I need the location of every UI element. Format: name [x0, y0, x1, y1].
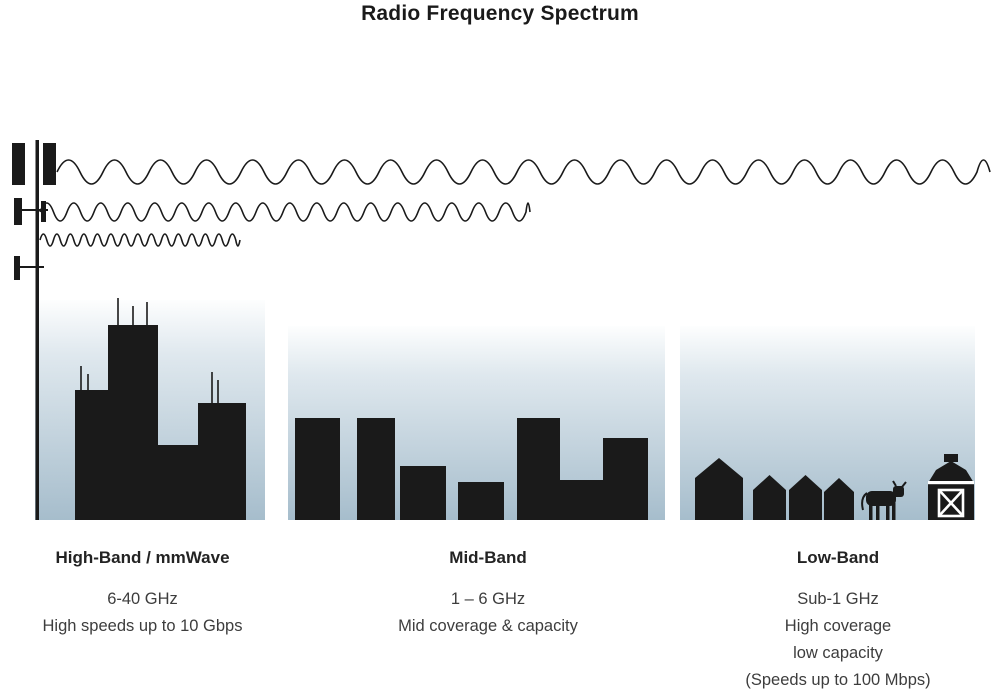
barn-icon	[928, 454, 974, 520]
band-name-highband: High-Band / mmWave	[55, 548, 230, 567]
band-name-lowband: Low-Band	[796, 548, 880, 567]
band-label-lowband: Low-Band Sub-1 GHz High coverage low cap…	[688, 548, 988, 694]
radio-wave-medium-icon	[39, 202, 531, 222]
page-title: Radio Frequency Spectrum	[361, 2, 639, 25]
band-name-midband: Mid-Band	[449, 548, 527, 567]
radio-wave-long-icon	[56, 159, 991, 185]
cow-icon	[861, 480, 907, 520]
spectrum-diagram	[12, 140, 991, 520]
houses-lowband-icon	[695, 458, 854, 520]
radio-wave-short-icon	[39, 233, 241, 247]
band-desc-lowband-1: High coverage	[784, 617, 892, 635]
band-desc-midband: Mid coverage & capacity	[398, 617, 578, 635]
band-desc-lowband-2: low capacity	[793, 644, 883, 662]
band-label-highband: High-Band / mmWave 6-40 GHz High speeds …	[25, 548, 260, 640]
band-desc-highband: High speeds up to 10 Gbps	[42, 617, 243, 635]
cell-tower-icon	[12, 140, 56, 520]
skyline-midband-icon	[295, 418, 648, 520]
band-desc-lowband-3: (Speeds up to 100 Mbps)	[745, 671, 931, 689]
band-freq-lowband: Sub-1 GHz	[797, 590, 879, 608]
skyline-highband-icon	[75, 298, 246, 520]
band-label-midband: Mid-Band 1 – 6 GHz Mid coverage & capaci…	[338, 548, 638, 640]
band-freq-highband: 6-40 GHz	[107, 590, 178, 608]
band-freq-midband: 1 – 6 GHz	[450, 590, 526, 608]
